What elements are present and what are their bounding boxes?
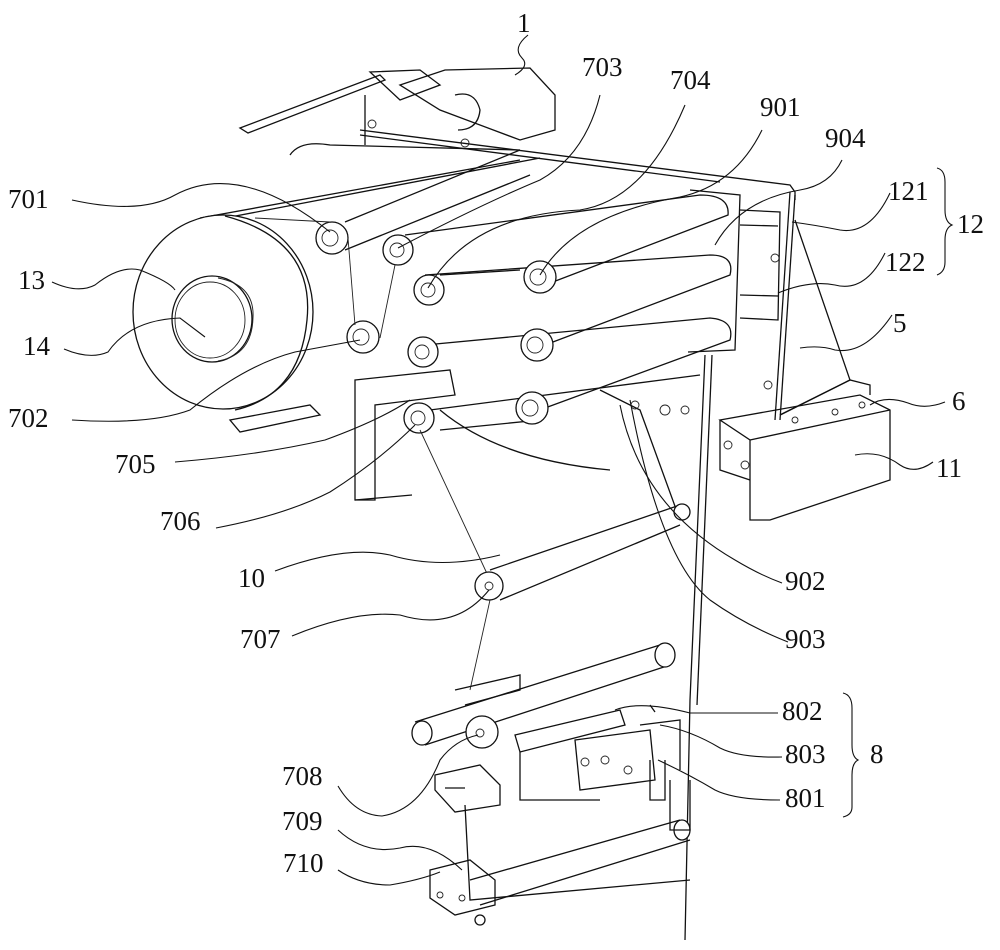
label-903: 903: [785, 624, 826, 654]
label-6: 6: [952, 386, 966, 416]
label-705: 705: [115, 449, 156, 479]
label-702: 702: [8, 403, 49, 433]
label-801: 801: [785, 783, 826, 813]
label-14: 14: [23, 331, 51, 361]
web-and-lower-rollers: [411, 429, 691, 926]
clamp-assembly: [514, 704, 691, 831]
label-706: 706: [160, 506, 201, 536]
label-703: 703: [582, 52, 623, 82]
label-704: 704: [670, 65, 711, 95]
label-13: 13: [18, 265, 45, 295]
label-902: 902: [785, 566, 826, 596]
label-708: 708: [282, 761, 323, 791]
label-122: 122: [885, 247, 926, 277]
roller-bank: [254, 149, 732, 434]
callout-labels: 1 703 704 901 904 121 12 122 5 6 11 701 …: [8, 8, 984, 878]
lower-frame: [228, 354, 713, 941]
label-710: 710: [283, 848, 324, 878]
side-plates: [687, 189, 891, 521]
label-1: 1: [517, 8, 531, 38]
label-11: 11: [936, 453, 962, 483]
label-10: 10: [238, 563, 265, 593]
film-roll: [132, 143, 541, 411]
label-709: 709: [282, 806, 323, 836]
label-803: 803: [785, 739, 826, 769]
label-701: 701: [8, 184, 49, 214]
label-901: 901: [760, 92, 801, 122]
label-707: 707: [240, 624, 281, 654]
group-braces: [842, 167, 954, 818]
label-8: 8: [870, 739, 884, 769]
label-5: 5: [893, 308, 907, 338]
label-802: 802: [782, 696, 823, 726]
motor-assembly: [238, 67, 556, 148]
label-121: 121: [888, 176, 929, 206]
leader-lines: [51, 34, 946, 886]
label-904: 904: [825, 123, 866, 153]
label-12: 12: [957, 209, 984, 239]
